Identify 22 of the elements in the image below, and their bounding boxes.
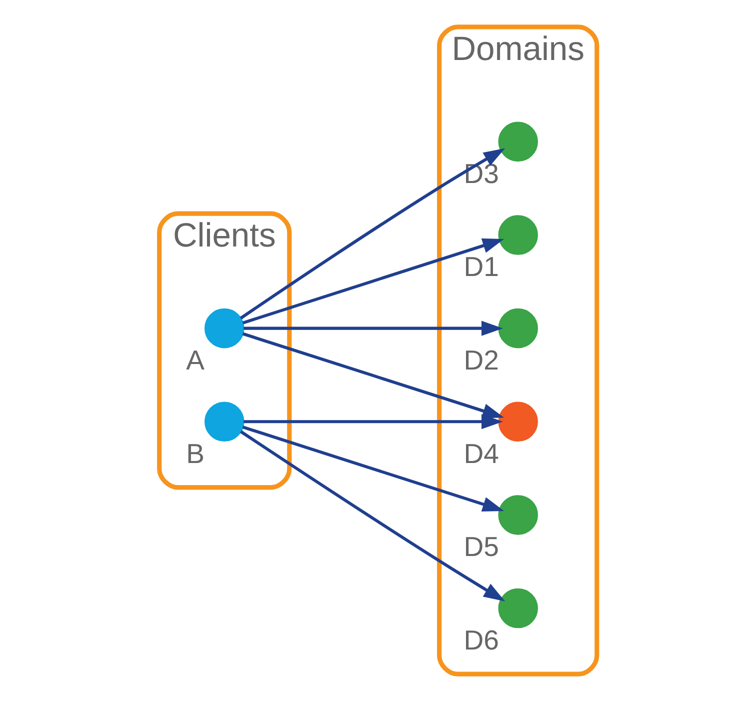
node-circle	[498, 402, 538, 442]
arrow	[242, 426, 504, 512]
arrow	[240, 148, 506, 320]
arrow	[244, 320, 503, 336]
node-label: B	[186, 438, 204, 469]
arrow	[240, 430, 506, 602]
arrow	[244, 414, 503, 430]
node-circle	[204, 402, 244, 442]
node-circle	[498, 308, 538, 348]
node-circle	[498, 495, 538, 535]
node-circle	[498, 122, 538, 162]
node-label: D6	[464, 624, 499, 656]
node-circle	[498, 588, 538, 628]
node-label: D4	[464, 438, 499, 469]
arrow	[242, 332, 504, 418]
node-circle	[204, 308, 244, 348]
node-label: D5	[464, 531, 499, 562]
node-circle	[498, 215, 538, 255]
node-label: D2	[464, 344, 499, 376]
arrow	[242, 238, 504, 324]
node-label: A	[186, 344, 204, 376]
node-label: D1	[464, 251, 499, 282]
